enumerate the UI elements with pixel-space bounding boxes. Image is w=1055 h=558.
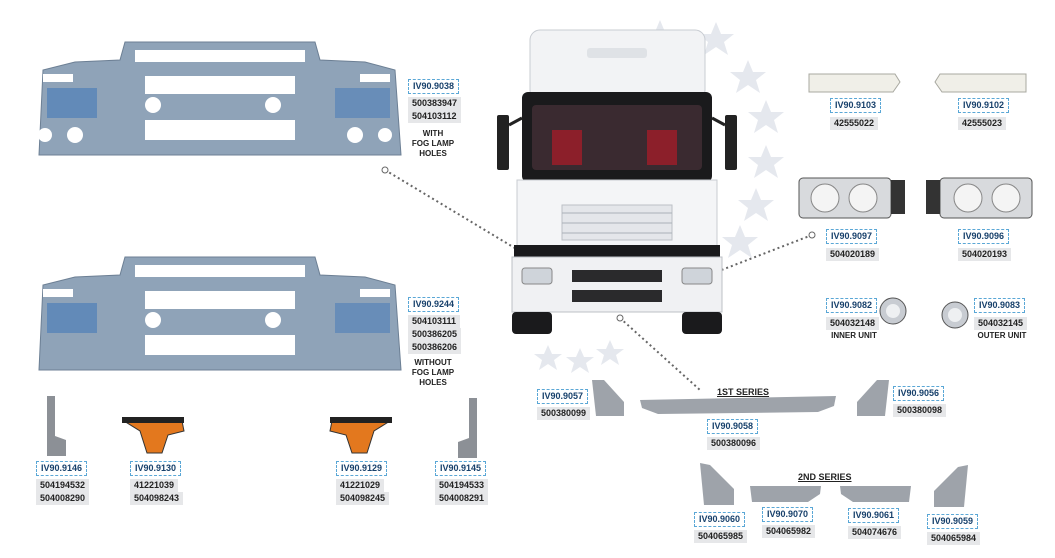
mud-flap-bracket-right (458, 398, 477, 458)
part-code: IV90.9060 (694, 512, 746, 527)
part-number: 500383947 (408, 97, 462, 110)
part-number: 504103111 (408, 315, 461, 328)
front-spoiler-1st (640, 396, 836, 414)
corner-panel-1st-left (592, 380, 624, 416)
bumper-without-fog-holes (38, 256, 402, 371)
star-icon (738, 188, 774, 221)
part-code: IV90.9096 (958, 229, 1010, 244)
part-number: 42555022 (830, 117, 879, 130)
side-marker-right (329, 417, 392, 454)
part-code: IV90.9244 (408, 297, 460, 312)
corner-panel-2nd-left (700, 463, 734, 505)
part-number: 504065982 (762, 525, 816, 538)
part-code: IV90.9038 (408, 79, 460, 94)
part-number: 504020193 (958, 248, 1012, 261)
corner-panel-2nd-right (934, 465, 968, 507)
part-number: 41221039 (130, 479, 179, 492)
part-note: INNER UNIT (831, 331, 877, 340)
part-code: IV90.9097 (826, 229, 878, 244)
part-code: IV90.9058 (707, 419, 759, 434)
part-code: IV90.9102 (958, 98, 1010, 113)
series-label-2nd: 2ND SERIES (798, 472, 852, 482)
corner-panel-1st-right (857, 380, 889, 416)
part-note: OUTER UNIT (977, 331, 1027, 340)
part-number: 504194532 (36, 479, 90, 492)
part-code: IV90.9056 (893, 386, 945, 401)
part-code: IV90.9145 (435, 461, 487, 476)
part-number: 504194533 (435, 479, 489, 492)
star-icon (748, 100, 784, 133)
part-note: WITHOUT FOG LAMP HOLES (411, 358, 455, 387)
spoiler-2nd-left (750, 486, 821, 502)
part-number: 500386206 (408, 341, 462, 354)
fog-lamp-inner (879, 297, 907, 325)
part-number: 504065984 (927, 532, 981, 545)
part-number: 504008290 (36, 492, 90, 505)
part-number: 504098245 (336, 492, 390, 505)
spoiler-2nd-right (840, 486, 911, 502)
indicator-lamp-right (934, 73, 1027, 93)
bumper-with-fog-holes (38, 41, 402, 156)
headlamp-right (926, 177, 1033, 219)
part-number: 41221029 (336, 479, 385, 492)
part-code: IV90.9103 (830, 98, 882, 113)
indicator-lamp-left (808, 73, 901, 93)
star-icon (534, 345, 562, 370)
star-icon (596, 340, 624, 365)
part-note: WITH FOG LAMP HOLES (411, 129, 455, 158)
part-code: IV90.9146 (36, 461, 88, 476)
part-number: 500380099 (537, 407, 591, 420)
part-code: IV90.9059 (927, 514, 979, 529)
headlamp-left (798, 177, 905, 219)
part-number: 504032148 (826, 317, 880, 330)
part-number: 500380096 (707, 437, 761, 450)
part-number: 500380098 (893, 404, 947, 417)
part-number: 504008291 (435, 492, 489, 505)
star-icon (698, 22, 734, 55)
part-number: 504103112 (408, 110, 461, 123)
part-code: IV90.9057 (537, 389, 589, 404)
truck-front-illustration (497, 29, 737, 334)
part-number: 504098243 (130, 492, 184, 505)
part-code: IV90.9070 (762, 507, 814, 522)
star-icon (748, 145, 784, 178)
part-number: 504032145 (974, 317, 1028, 330)
part-code: IV90.9082 (826, 298, 878, 313)
part-code: IV90.9083 (974, 298, 1026, 313)
part-number: 504074676 (848, 526, 902, 539)
series-label-1st: 1ST SERIES (717, 387, 770, 397)
fog-lamp-outer (941, 301, 969, 329)
part-number: 504020189 (826, 248, 880, 261)
part-number: 504065985 (694, 530, 748, 543)
side-marker-left (122, 417, 185, 454)
mud-flap-bracket-left (47, 396, 66, 456)
part-number: 500386205 (408, 328, 462, 341)
star-icon (566, 348, 594, 373)
part-code: IV90.9061 (848, 508, 900, 523)
part-code: IV90.9130 (130, 461, 182, 476)
part-number: 42555023 (958, 117, 1007, 130)
star-icon (722, 225, 758, 258)
part-code: IV90.9129 (336, 461, 388, 476)
star-icon (730, 60, 766, 93)
